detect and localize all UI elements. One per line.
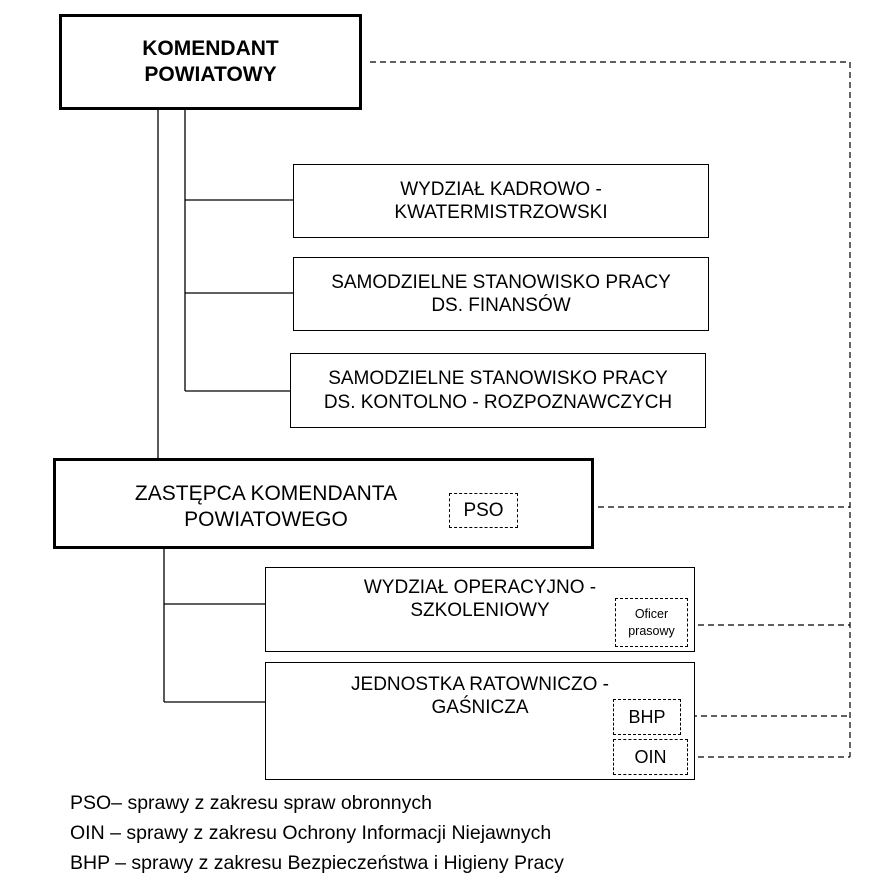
stanowisko-kontrolno-box: SAMODZIELNE STANOWISKO PRACY DS. KONTOLN…: [290, 353, 706, 428]
stanowisko-finansow-box: SAMODZIELNE STANOWISKO PRACY DS. FINANSÓ…: [293, 257, 709, 331]
jednostka-ratowniczo-line1: JEDNOSTKA RATOWNICZO -: [351, 674, 609, 695]
komendant-box: KOMENDANT POWIATOWY: [59, 14, 362, 110]
legend-item-bhp: BHP – sprawy z zakresu Bezpieczeństwa i …: [70, 852, 564, 874]
bhp-tag: BHP: [613, 699, 681, 735]
zastepca-line1: ZASTĘPCA KOMENDANTA: [134, 482, 398, 505]
wydzial-kadrowo-line2: KWATERMISTRZOWSKI: [394, 202, 608, 223]
wydzial-kadrowo-line1: WYDZIAŁ KADROWO -: [400, 178, 602, 200]
oficer-prasowy-line2: prasowy: [628, 623, 675, 638]
wydzial-operacyjno-line1: WYDZIAŁ OPERACYJNO -: [363, 577, 597, 598]
oficer-prasowy-tag: Oficer prasowy: [615, 598, 688, 647]
komendant-line2: POWIATOWY: [144, 63, 277, 86]
bhp-tag-label: BHP: [628, 706, 666, 727]
legend-item-oin: OIN – sprawy z zakresu Ochrony Informacj…: [70, 822, 552, 844]
legend: PSO– sprawy z zakresu spraw obronnych OI…: [70, 788, 564, 878]
zastepca-line2: POWIATOWEGO: [184, 507, 348, 531]
stanowisko-finansow-line1: SAMODZIELNE STANOWISKO PRACY: [331, 271, 671, 293]
wydzial-operacyjno-box: WYDZIAŁ OPERACYJNO - SZKOLENIOWY: [265, 567, 695, 652]
stanowisko-finansow-line2: DS. FINANSÓW: [431, 295, 571, 316]
komendant-line1: KOMENDANT: [142, 36, 279, 60]
oficer-prasowy-line1: Oficer: [634, 607, 669, 622]
oin-tag-label: OIN: [634, 746, 667, 767]
wydzial-operacyjno-line2: SZKOLENIOWY: [410, 600, 550, 622]
wydzial-kadrowo-box: WYDZIAŁ KADROWO - KWATERMISTRZOWSKI: [293, 164, 709, 238]
oin-tag: OIN: [613, 739, 688, 775]
stanowisko-kontrolno-line2: DS. KONTOLNO - ROZPOZNAWCZYCH: [323, 391, 673, 413]
legend-item-pso: PSO– sprawy z zakresu spraw obronnych: [70, 792, 432, 814]
pso-tag-label: PSO: [463, 499, 504, 521]
jednostka-ratowniczo-line2: GAŚNICZA: [431, 697, 529, 719]
stanowisko-kontrolno-line1: SAMODZIELNE STANOWISKO PRACY: [328, 368, 668, 390]
zastepca-box: ZASTĘPCA KOMENDANTA POWIATOWEGO: [53, 458, 594, 549]
pso-tag: PSO: [449, 493, 518, 528]
